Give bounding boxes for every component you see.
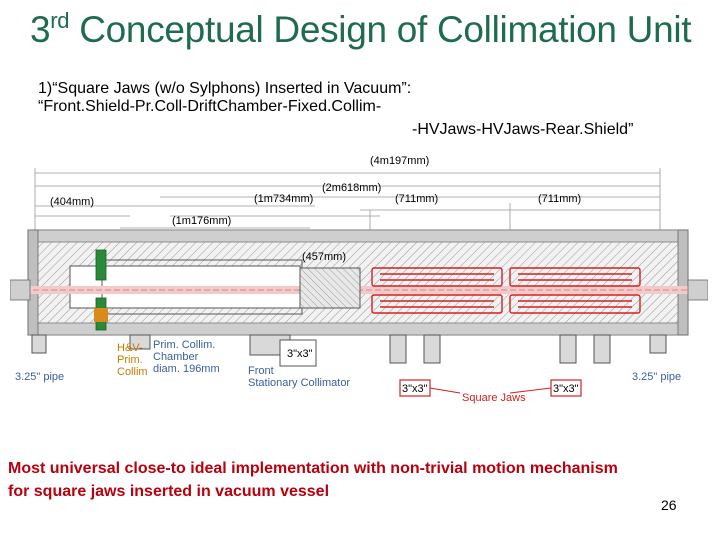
title-rest: Conceptual Design of Collimation Unit xyxy=(69,9,692,50)
prim-collim-line-2: Chamber xyxy=(153,351,199,363)
right-pipe xyxy=(687,279,708,301)
front-stat-line-2: Stationary Collimator xyxy=(248,377,350,389)
hv-prim-line-3: Collim xyxy=(117,366,148,378)
dim-jaw1: (711mm) xyxy=(395,193,438,205)
dimension-lines xyxy=(34,168,661,233)
box-right-label: 3"x3" xyxy=(553,383,579,395)
vessel-top-plate xyxy=(27,229,689,243)
hv-prim-line-2: Prim. xyxy=(117,354,143,366)
dim-front: (1m734mm) xyxy=(254,193,313,205)
dim-shield: (404mm) xyxy=(50,196,94,208)
square-jaws-upstream xyxy=(371,267,503,314)
subtitle-line-2: “Front.Shield-Pr.Coll-DriftChamber-Fixed… xyxy=(38,98,382,115)
subtitle-line-1: 1)“Square Jaws (w/o Sylphons) Inserted i… xyxy=(38,80,412,97)
title-superscript: rd xyxy=(50,8,70,33)
square-jaws-pointers xyxy=(429,387,552,394)
hv-primary-collimator-actuator xyxy=(94,308,108,322)
collimation-unit-drawing: (4m197mm) (2m618mm) (1m734mm) (404mm) (1… xyxy=(10,155,708,404)
dim-mid: (2m618mm) xyxy=(322,182,381,194)
hv-prim-collim-label: H&V-Prim.Collim xyxy=(117,342,148,378)
vessel-bottom-plate xyxy=(27,322,689,336)
hv-prim-line: H&V- xyxy=(117,342,143,354)
hv-primary-collimator-upper xyxy=(95,249,107,281)
rear-shield xyxy=(677,229,689,336)
left-pipe xyxy=(10,279,31,301)
box-mid-label: 3"x3" xyxy=(402,383,428,395)
front-stat-line: Front xyxy=(248,365,274,377)
square-jaws-label: Square Jaws xyxy=(462,392,526,404)
prim-collim-line: Prim. Collim. xyxy=(153,339,215,351)
box-left-outline xyxy=(279,339,317,367)
pipe-left-label: 3.25" pipe xyxy=(15,371,64,383)
pipe-right-label: 3.25" pipe xyxy=(632,371,681,383)
title-prefix: 3 xyxy=(30,9,51,50)
dim-total: (4m197mm) xyxy=(370,155,429,167)
caption-line-2: for square jaws inserted in vacuum vesse… xyxy=(8,483,330,500)
page-number: 26 xyxy=(661,497,677,513)
subtitle-line-3: -HVJaws-HVJaws-Rear.Shield” xyxy=(412,121,634,138)
dim-fixed: (457mm) xyxy=(302,251,346,263)
fixed-collimator xyxy=(299,267,361,309)
slide-title: 3rd Conceptual Design of Collimation Uni… xyxy=(30,8,692,51)
square-jaws-downstream xyxy=(509,267,641,314)
box-left-label: 3"x3" xyxy=(287,348,313,360)
dim-jaw2: (711mm) xyxy=(538,193,581,205)
prim-collim-line-3: diam. 196mm xyxy=(153,363,220,375)
support-flanges xyxy=(31,334,667,364)
dim-drift: (1m176mm) xyxy=(172,215,231,227)
caption-line-1: Most universal close-to ideal implementa… xyxy=(8,460,618,477)
